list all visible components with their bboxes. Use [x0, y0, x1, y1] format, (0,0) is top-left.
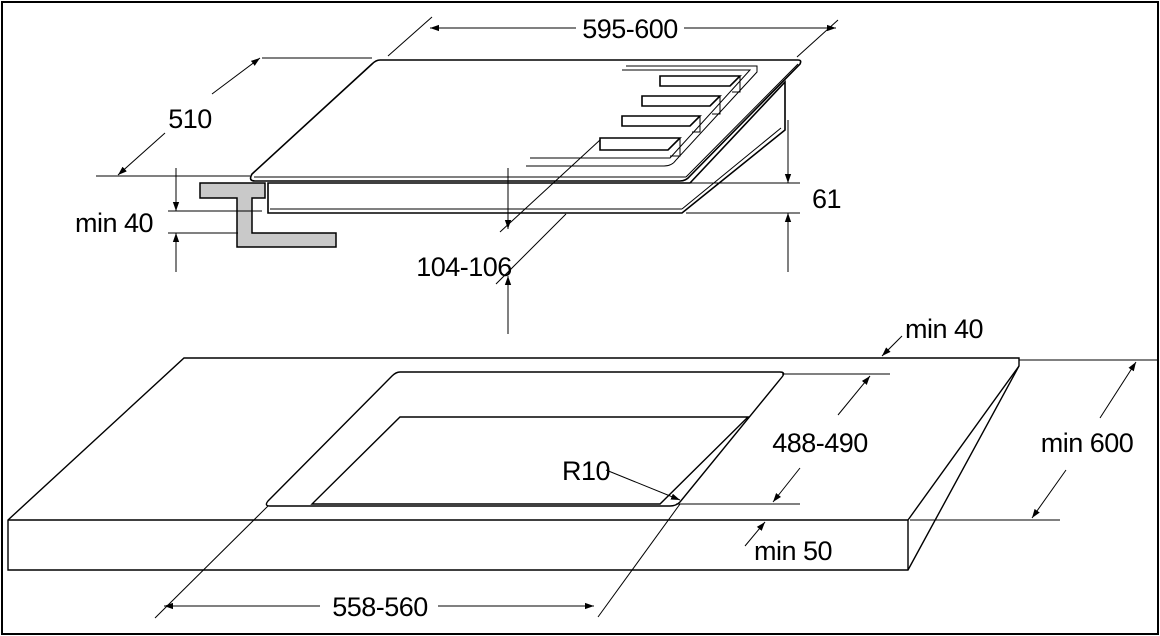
- dim-top-depth: 510: [168, 104, 212, 134]
- worktop-outline: [7, 357, 1020, 571]
- dim-corner-radius: R10: [562, 456, 610, 486]
- knob-block-2: [641, 95, 722, 107]
- dim-cutout-depth: 488-490: [772, 428, 868, 458]
- dim-top-width: 595-600: [582, 14, 678, 44]
- cutout-outer: [265, 371, 785, 507]
- dim-total-height: 104-106: [416, 252, 512, 282]
- control-panel: [526, 65, 758, 167]
- knob-block-4: [599, 137, 682, 151]
- dim-edge-back: min 40: [905, 314, 983, 344]
- hob-drawing: [96, 16, 839, 334]
- worktop-drawing: [7, 335, 1158, 619]
- cutout-inner: [310, 416, 750, 505]
- dim-worktop-depth: min 600: [1041, 428, 1134, 458]
- dim-edge-front: min 50: [754, 536, 832, 566]
- knob-block-3: [621, 115, 702, 127]
- knob-block-1: [659, 75, 742, 87]
- dim-hob-height: 61: [812, 184, 841, 214]
- dim-support-min: min 40: [75, 208, 153, 238]
- dim-cutout-width: 558-560: [332, 592, 428, 622]
- worktop-support-profile: [199, 182, 337, 248]
